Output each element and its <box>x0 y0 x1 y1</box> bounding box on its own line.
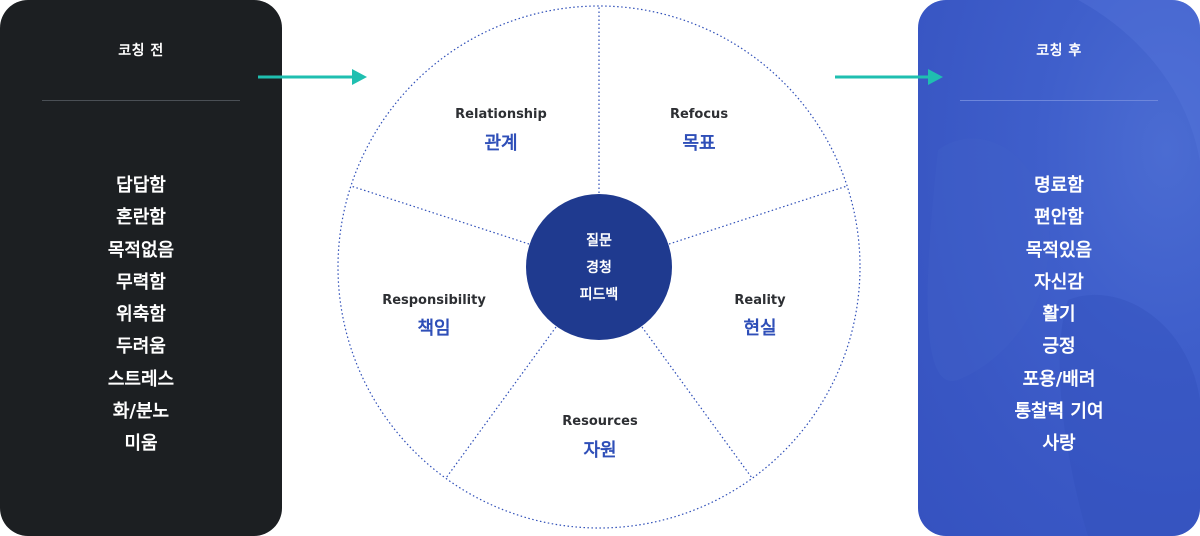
segment-refocus: Refocus 목표 <box>670 107 728 154</box>
segment-en-label: Resources <box>562 414 638 429</box>
before-coaching-panel: 코칭 전 답답함 혼란함 목적없음 무력함 위축함 두려움 스트레스 화/분노 … <box>0 0 282 536</box>
segment-resources: Resources 자원 <box>562 414 638 461</box>
segment-responsibility: Responsibility 책임 <box>382 293 486 339</box>
hub-line: 피드백 <box>580 287 619 303</box>
wheel-spokes <box>350 6 848 479</box>
wheel-outer-circle <box>337 5 861 529</box>
segment-ko-label: 관계 <box>484 133 517 154</box>
before-state-item: 화/분노 <box>112 401 170 423</box>
before-state-item: 목적없음 <box>107 239 175 261</box>
hub-line: 질문 <box>586 233 612 249</box>
before-panel-title: 코칭 전 <box>118 43 164 59</box>
after-state-item: 사랑 <box>1042 433 1076 455</box>
hub-line: 경청 <box>586 259 612 276</box>
before-state-list: 답답함 혼란함 목적없음 무력함 위축함 두려움 스트레스 화/분노 미움 <box>0 170 282 461</box>
arrow-right-icon <box>835 69 943 85</box>
segment-en-label: Refocus <box>670 107 728 122</box>
after-state-item: 명료함 <box>1034 175 1084 196</box>
before-state-item: 위축함 <box>116 304 166 326</box>
segment-ko-label: 자원 <box>583 440 616 461</box>
segment-reality: Reality 현실 <box>734 293 786 339</box>
wheel-hub <box>526 194 672 340</box>
after-state-item: 자신감 <box>1034 271 1084 293</box>
after-state-item: 긍정 <box>1042 336 1076 358</box>
after-state-item: 목적있음 <box>1025 239 1093 261</box>
before-state-item: 두려움 <box>116 336 166 358</box>
segment-en-label: Relationship <box>455 107 547 122</box>
background-photo-overlay <box>927 0 1200 536</box>
segment-ko-label: 현실 <box>743 318 776 339</box>
segment-ko-label: 목표 <box>682 133 715 154</box>
before-panel-divider <box>42 100 240 101</box>
before-state-item: 혼란함 <box>116 207 166 229</box>
after-state-item: 활기 <box>1042 304 1076 326</box>
segment-en-label: Responsibility <box>382 293 486 308</box>
segment-en-label: Reality <box>734 293 786 308</box>
after-coaching-panel: 코칭 후 명료함 편안함 목적있음 자신감 활기 긍정 포용/배려 통찰력 기여… <box>918 0 1200 536</box>
arrow-right-icon <box>258 69 367 85</box>
before-state-item: 미움 <box>124 433 158 455</box>
after-state-item: 통찰력 기여 <box>1014 401 1104 423</box>
after-state-list: 명료함 편안함 목적있음 자신감 활기 긍정 포용/배려 통찰력 기여 사랑 <box>918 170 1200 461</box>
after-state-item: 편안함 <box>1034 207 1084 229</box>
before-state-item: 무력함 <box>116 271 166 293</box>
segment-relationship: Relationship 관계 <box>455 107 547 154</box>
before-state-item: 답답함 <box>116 175 166 196</box>
after-panel-divider <box>960 100 1158 101</box>
after-state-item: 포용/배려 <box>1022 368 1096 390</box>
before-state-item: 스트레스 <box>107 368 175 390</box>
after-panel-title: 코칭 후 <box>1036 43 1082 59</box>
segment-ko-label: 책임 <box>417 318 450 339</box>
